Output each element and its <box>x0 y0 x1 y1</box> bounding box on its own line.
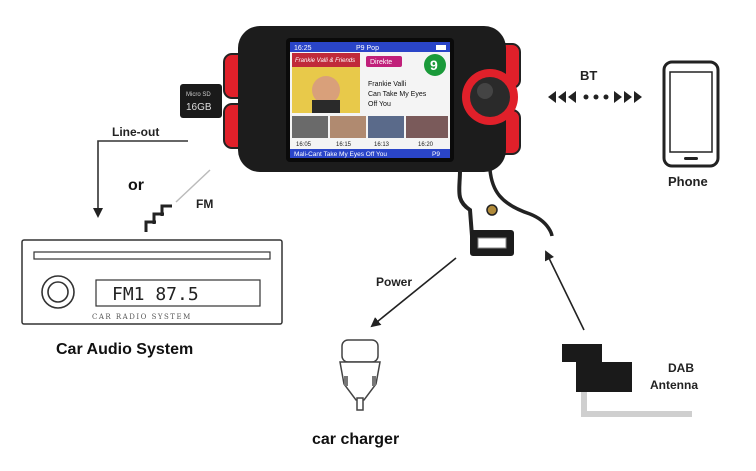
antenna-strip <box>581 392 692 417</box>
phone-home-bar <box>684 157 698 160</box>
micro-sd-card <box>180 84 222 118</box>
channel-badge <box>424 54 446 76</box>
radio-knob-inner <box>47 281 69 303</box>
radio-cd-slot <box>33 251 271 260</box>
thumbnail-time-3: 16:13 <box>374 142 390 148</box>
antenna-arrow <box>545 250 585 331</box>
bt-dot-1 <box>583 94 589 100</box>
antenna-base-lower <box>576 362 632 392</box>
album-art-shirt <box>312 100 340 113</box>
antenna-cable <box>488 169 554 237</box>
line-out-label: Line-out <box>112 125 159 139</box>
car-charger-label: car charger <box>312 431 399 448</box>
power-cable <box>457 169 474 237</box>
radio-panel-text: CAR RADIO SYSTEM <box>92 313 192 321</box>
line-out-link: Line-out or FM <box>93 125 213 232</box>
dab-transmitter-device: 16:25 P9 Pop Frankie Valli & Friends Dir… <box>180 26 554 256</box>
phone-screen <box>669 71 713 153</box>
radio-display-text: FM1 87.5 <box>112 284 199 305</box>
thumbnail-time-4: 16:20 <box>418 142 434 148</box>
station-name: P9 Pop <box>356 45 379 52</box>
signal-icon <box>436 45 446 50</box>
fm-label: FM <box>196 197 213 211</box>
sd-card-capacity: 16GB <box>186 102 212 113</box>
charger-tip <box>341 339 379 363</box>
bt-label: BT <box>580 68 597 83</box>
radio-display <box>95 279 261 307</box>
antenna-base-upper <box>562 344 602 362</box>
dab-label-line2: Antenna <box>650 378 698 392</box>
album-art-banner <box>292 53 360 67</box>
thumbnail-4 <box>406 116 448 138</box>
dab-label-line1: DAB <box>668 361 694 375</box>
car-audio-system-label: Car Audio System <box>56 341 193 358</box>
control-knob-highlight <box>477 83 493 99</box>
thumbnail-time-1: 16:05 <box>296 142 312 148</box>
bt-arrow-right <box>614 91 642 103</box>
thumbnail-2 <box>330 116 366 138</box>
fm-chevrons <box>144 204 172 232</box>
bt-arrow-left <box>548 91 576 103</box>
album-art-face <box>312 76 340 104</box>
usb-port <box>477 237 507 249</box>
status-time: 16:25 <box>294 45 312 52</box>
power-link: Power <box>370 257 457 328</box>
power-arrow <box>370 257 457 328</box>
song-line-1: Can Take My Eyes <box>368 91 427 98</box>
thumbnail-1 <box>292 116 328 138</box>
thumbnail-3 <box>368 116 404 138</box>
station-badge-text: Direkte <box>370 59 392 66</box>
bluetooth-link: BT <box>548 68 642 103</box>
song-line-2: Off You <box>368 101 391 108</box>
or-label: or <box>128 177 144 194</box>
car-audio-system: FM1 87.5 CAR RADIO SYSTEM Car Audio Syst… <box>21 239 283 358</box>
scroll-text: Mali-Cant Take My Eyes Off You <box>294 151 387 158</box>
scroll-bar <box>290 149 450 158</box>
channel-number: 9 <box>430 57 438 73</box>
charger-contact <box>356 397 364 411</box>
phone: Phone <box>662 60 720 189</box>
artist-name: Frankie Valli <box>368 81 406 88</box>
station-badge <box>366 56 402 67</box>
charger-spring-left <box>344 376 348 386</box>
dab-antenna-link: DAB Antenna <box>545 250 698 417</box>
bt-dot-3 <box>603 94 609 100</box>
fm-arrow-line <box>175 169 211 203</box>
phone-label: Phone <box>668 174 708 189</box>
car-charger: car charger <box>312 339 399 448</box>
scroll-right: P9 <box>432 151 440 158</box>
album-art-text: Frankie Valli & Friends <box>295 58 355 64</box>
antenna-connector <box>486 204 498 216</box>
screen-status-bar <box>290 42 450 52</box>
thumbnail-time-2: 16:15 <box>336 142 352 148</box>
power-label: Power <box>376 275 412 289</box>
line-out-line <box>93 140 188 218</box>
sd-card-top-text: Micro SD <box>186 92 211 98</box>
charger-spring-right <box>372 376 376 386</box>
bt-dot-2 <box>593 94 599 100</box>
